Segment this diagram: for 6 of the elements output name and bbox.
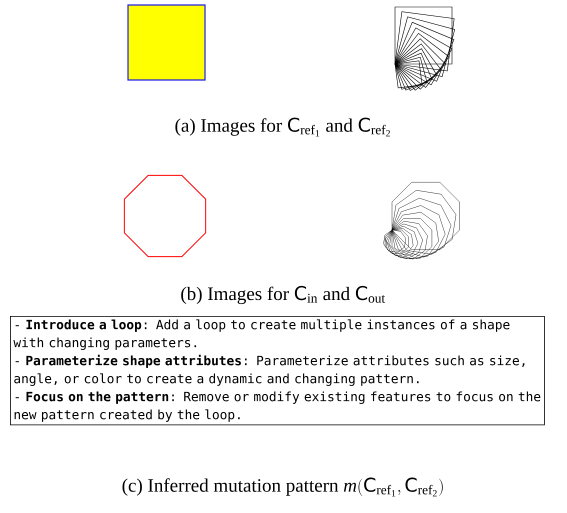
bullet-text: - Parameterize shape attributes: Parameterize attributes such as size, angle, or color to create a dynamic and changing pattern. <box>14 354 524 386</box>
bullet-text: - Introduce a loop: Add a loop to create multiple instances of a shape with changing parameters. <box>13 319 510 350</box>
caption: $\mbox{(c) Inferred mutation pattern }\mathit{m}\mathrm{(}\mathsf{C}_{\mathrm{ref}_{\mathrm{1}}}\mathrm{,}\,\mathsf{C}_{\mathrm{ref}_{\mathrm{2}}}\mathrm{)}$ <box>122 478 443 496</box>
caption: $\mbox{(a) Images for }\mathsf{C}_{\mathrm{ref}_{\mathrm{1}}}\mbox{ and }\mathsf{C}_{\mathrm{ref}_{\mathrm{2}}}$ <box>175 118 390 136</box>
bullet-text: - Focus on the pattern: Remove or modify existing features to focus on the new pattern created by the loop. <box>14 391 540 422</box>
caption: $\mbox{(b) Images for }\mathsf{C}_{\mathrm{in}}\mbox{ and }\mathsf{C}_{\mathrm{out}}$ <box>181 286 386 304</box>
